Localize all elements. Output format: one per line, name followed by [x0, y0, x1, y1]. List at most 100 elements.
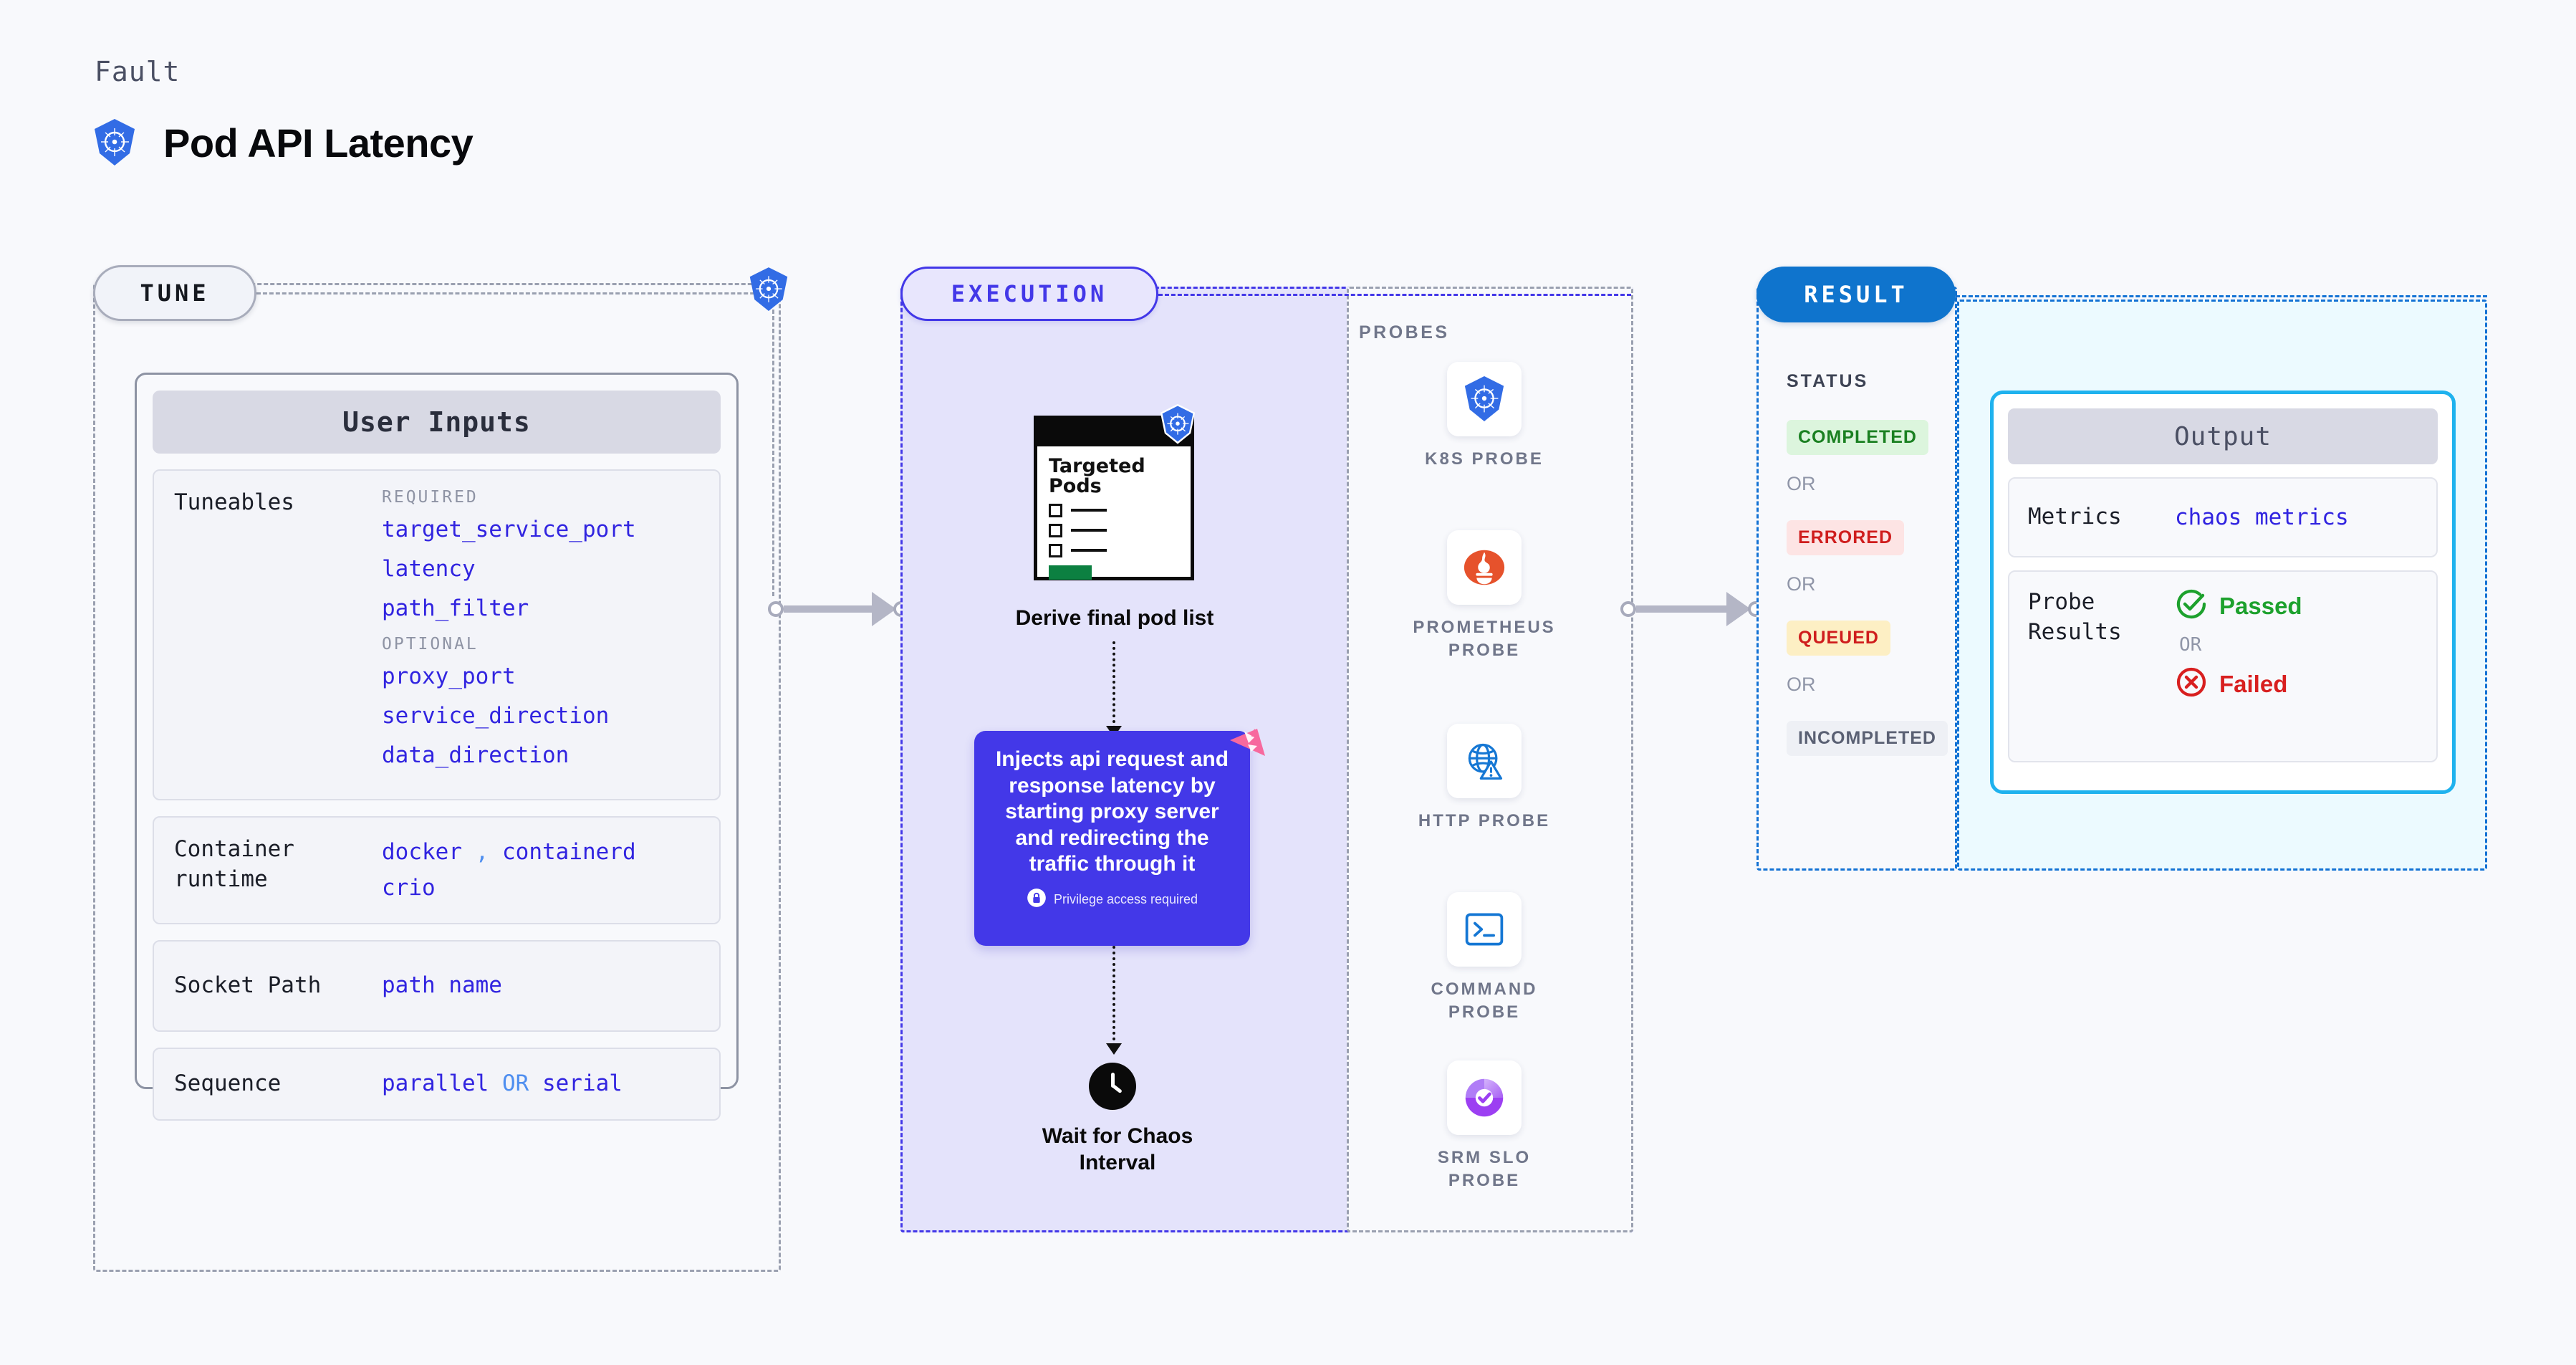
- probe-label: SRM SLO PROBE: [1437, 1148, 1532, 1191]
- srm-slo-icon: [1447, 1060, 1522, 1135]
- probe-http[interactable]: HTTP PROBE: [1413, 724, 1556, 833]
- tune-leader-line: [256, 292, 774, 294]
- privilege-text: Privilege access required: [1053, 891, 1198, 906]
- litmus-chaos-icon: [1220, 724, 1273, 780]
- pod-list-item: [1049, 523, 1181, 537]
- metrics-label: Metrics: [2028, 504, 2122, 530]
- result-pill[interactable]: RESULT: [1756, 267, 1956, 322]
- pod-line: [1071, 549, 1107, 552]
- runtime-containerd[interactable]: containerd: [502, 839, 636, 865]
- kubernetes-icon: [747, 267, 790, 316]
- socket-path-value[interactable]: path name: [382, 972, 502, 999]
- page-title: Pod API Latency: [92, 118, 474, 167]
- tuneable-path-filter[interactable]: path_filter: [382, 595, 529, 621]
- connector-execution-to-result: [1620, 592, 1764, 626]
- tuneable-target-service-port[interactable]: target_service_port: [382, 517, 636, 542]
- probe-result-passed: Passed: [2175, 588, 2302, 624]
- status-badge-errored: ERRORED: [1787, 520, 1905, 555]
- user-inputs-heading: User Inputs: [153, 391, 721, 454]
- x-circle-icon: [2175, 666, 2208, 702]
- pod-status-bar: [1049, 565, 1092, 580]
- result-leader-line: [1956, 295, 2487, 297]
- probe-k8s[interactable]: K8S PROBE: [1413, 362, 1556, 471]
- terminal-icon: [1447, 892, 1522, 967]
- result-status-panel: [1756, 287, 1957, 871]
- probe-prometheus[interactable]: PROMETHEUS PROBE: [1413, 530, 1556, 663]
- runtime-docker[interactable]: docker: [382, 839, 462, 865]
- probe-command[interactable]: COMMAND PROBE: [1413, 892, 1556, 1025]
- status-or-2: OR: [1787, 573, 1816, 595]
- connector-arrowhead: [872, 592, 896, 626]
- runtime-separator: ,: [475, 839, 489, 865]
- checkbox-icon: [1049, 543, 1062, 557]
- probe-result-or: OR: [2179, 634, 2202, 656]
- prometheus-icon: [1447, 530, 1522, 605]
- wait-interval-caption: Wait for Chaos Interval: [1042, 1124, 1193, 1174]
- probe-results-label: Probe Results: [2028, 589, 2122, 645]
- output-heading: Output: [2008, 408, 2438, 464]
- probe-result-failed: Failed: [2175, 666, 2302, 702]
- runtime-crio[interactable]: crio: [382, 874, 436, 901]
- user-inputs-card: User Inputs Tuneables REQUIRED target_se…: [135, 373, 739, 1121]
- tuneables-label: Tuneables: [174, 489, 294, 515]
- probe-label: K8S PROBE: [1425, 449, 1544, 469]
- pod-line: [1071, 529, 1107, 532]
- status-badge-queued: QUEUED: [1787, 621, 1890, 656]
- metrics-row: Metrics chaos metrics: [2008, 477, 2438, 557]
- derive-pod-list-caption: Derive final pod list: [1015, 606, 1214, 630]
- optional-group-label: OPTIONAL: [382, 635, 479, 653]
- output-card: Output Metrics chaos metrics Probe Resul…: [1990, 391, 2456, 794]
- socket-path-label: Socket Path: [174, 972, 322, 999]
- tuneable-service-direction[interactable]: service_direction: [382, 703, 610, 729]
- sequence-serial[interactable]: serial: [542, 1071, 623, 1097]
- sequence-row: Sequence parallel OR serial: [153, 1048, 721, 1121]
- tuneable-proxy-port[interactable]: proxy_port: [382, 664, 516, 689]
- metrics-value[interactable]: chaos metrics: [2175, 504, 2349, 530]
- flow-arrow-2: [1106, 1043, 1122, 1055]
- connector-tune-to-execution: [768, 592, 909, 626]
- execution-pill[interactable]: EXECUTION: [900, 267, 1158, 321]
- probe-results-row: Probe Results Passed OR: [2008, 570, 2438, 762]
- kubernetes-icon: [92, 118, 138, 167]
- check-circle-icon: [2175, 588, 2208, 624]
- probe-label: COMMAND PROBE: [1431, 980, 1538, 1022]
- pod-list-item: [1049, 503, 1181, 517]
- lock-icon: [1027, 888, 1047, 911]
- flow-dashline-1: [1112, 641, 1115, 729]
- connector-arrowhead: [1726, 592, 1751, 626]
- probe-srm-slo[interactable]: SRM SLO PROBE: [1413, 1060, 1556, 1193]
- container-runtime-label: Container runtime: [174, 836, 294, 892]
- tune-connector-dashline: [772, 310, 774, 596]
- tuneable-latency[interactable]: latency: [382, 556, 476, 582]
- pod-line: [1071, 509, 1107, 512]
- globe-warning-icon: [1447, 724, 1522, 798]
- required-group-label: REQUIRED: [382, 488, 479, 507]
- checkbox-icon: [1049, 523, 1062, 537]
- status-or-3: OR: [1787, 674, 1816, 695]
- status-badge-incompleted: INCOMPLETED: [1787, 721, 1948, 756]
- sequence-conjunction: OR: [501, 1071, 529, 1097]
- kubernetes-icon: [1159, 403, 1196, 448]
- inject-latency-card: Injects api request and response latency…: [974, 731, 1250, 946]
- kubernetes-icon: [1447, 362, 1522, 436]
- execution-leader-line: [1158, 294, 1631, 296]
- status-section-label: STATUS: [1787, 371, 1869, 391]
- connector-line: [784, 605, 873, 613]
- clock-icon: [1089, 1063, 1136, 1110]
- passed-label: Passed: [2219, 592, 2302, 619]
- tuneable-data-direction[interactable]: data_direction: [382, 742, 569, 768]
- failed-label: Failed: [2219, 670, 2288, 697]
- inject-card-text: Injects api request and response latency…: [995, 747, 1229, 876]
- sequence-parallel[interactable]: parallel: [382, 1071, 489, 1097]
- connector-start-dot: [768, 601, 784, 617]
- probe-label: PROMETHEUS PROBE: [1413, 618, 1556, 661]
- connector-start-dot: [1620, 601, 1636, 617]
- page-title-text: Pod API Latency: [163, 120, 474, 166]
- tune-pill[interactable]: TUNE: [93, 265, 256, 321]
- fault-kicker: Fault: [95, 56, 181, 87]
- probes-section-label: PROBES: [1359, 322, 1450, 343]
- tune-panel: [93, 283, 781, 1272]
- checkbox-icon: [1049, 503, 1062, 517]
- flow-dashline-2: [1112, 946, 1115, 1046]
